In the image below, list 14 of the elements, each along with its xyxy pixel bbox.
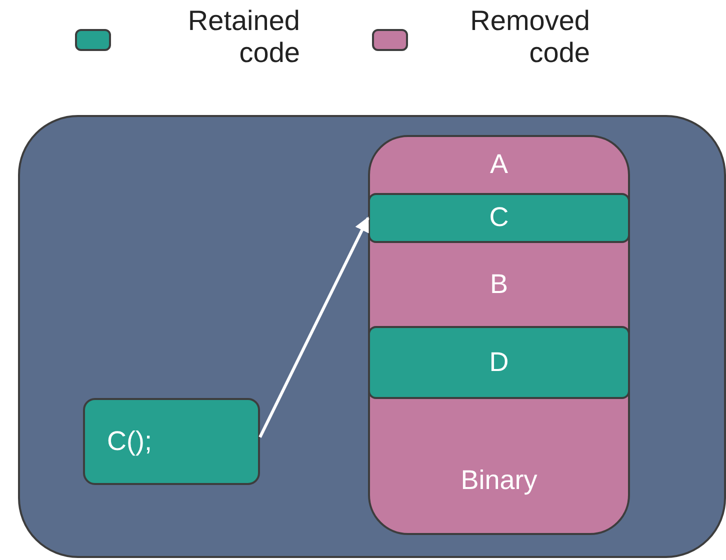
block-label: D	[488, 346, 510, 378]
container-box	[18, 115, 726, 558]
binary-box	[368, 135, 630, 535]
section-label: B	[488, 269, 509, 300]
arrow	[258, 216, 370, 438]
legend-label: Removed code	[469, 5, 590, 69]
section-label: Binary	[460, 465, 538, 496]
code-block	[368, 326, 630, 399]
legend-label: Retained code	[186, 5, 300, 69]
code-box	[83, 398, 260, 485]
section-label: A	[488, 149, 509, 180]
block-label: C	[488, 202, 510, 233]
code-block	[368, 193, 630, 243]
code-text: C();	[107, 426, 152, 457]
